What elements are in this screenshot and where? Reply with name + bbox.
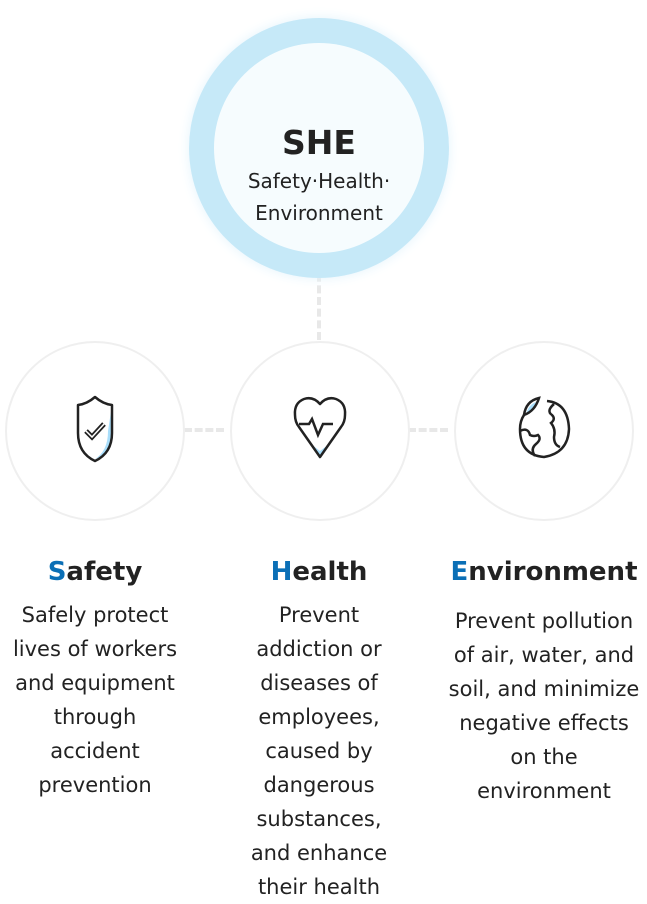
connector-right	[408, 428, 448, 432]
safety-column: Safety Safely protect lives of workers and…	[0, 552, 200, 802]
desc-line: prevention	[38, 773, 152, 797]
desc-line: on the	[510, 745, 578, 769]
desc-line: caused by	[265, 739, 373, 763]
desc-line: substances,	[256, 807, 382, 831]
safety-title-rest: afety	[66, 557, 143, 587]
desc-line: environment	[477, 779, 611, 803]
environment-title-rest: nvironment	[468, 557, 638, 587]
health-column: Health Prevent addiction or diseases of emp…	[214, 552, 424, 904]
health-description: Prevent addiction or diseases of employees,…	[214, 598, 424, 904]
desc-line: soil, and minimize	[448, 677, 640, 701]
hub-subtitle-2: Environment	[255, 201, 383, 225]
heart-pulse-icon	[293, 396, 347, 459]
desc-line: accident	[50, 739, 140, 763]
safety-description: Safely protect lives of workers and equipm…	[0, 598, 200, 802]
desc-line: of air, water, and	[453, 643, 635, 667]
environment-column: Environment Prevent pollution of air, wat…	[433, 552, 647, 808]
safety-circle	[5, 341, 185, 521]
health-circle	[230, 341, 410, 521]
desc-line: negative effects	[459, 711, 629, 735]
environment-circle	[454, 341, 634, 521]
desc-line: Safely protect	[21, 603, 169, 627]
connector-vertical	[317, 262, 321, 340]
health-title-rest: ealth	[292, 557, 368, 587]
she-hub: SHE Safety·Health· Environment	[189, 18, 449, 278]
desc-line: dangerous	[263, 773, 375, 797]
health-initial: H	[270, 557, 293, 587]
hub-title: SHE	[282, 123, 356, 162]
connector-left	[184, 428, 224, 432]
desc-line: their health	[257, 875, 381, 899]
desc-line: employees,	[258, 705, 380, 729]
health-title: Health	[214, 552, 424, 592]
hub-subtitle-1: Safety·Health·	[247, 169, 391, 193]
safety-title: Safety	[0, 552, 200, 592]
environment-title: Environment	[433, 552, 647, 592]
desc-line: addiction or	[256, 637, 382, 661]
desc-line: Prevent	[278, 603, 360, 627]
safety-initial: S	[47, 557, 67, 587]
desc-line: lives of workers	[12, 637, 178, 661]
desc-line: diseases of	[260, 671, 378, 695]
environment-description: Prevent pollution of air, water, and soil,…	[433, 604, 647, 808]
desc-line: and enhance	[250, 841, 388, 865]
globe-leaf-icon	[518, 396, 571, 459]
desc-line: Prevent pollution	[454, 609, 634, 633]
shield-check-icon	[76, 395, 114, 463]
desc-line: through	[53, 705, 137, 729]
environment-initial: E	[450, 557, 469, 587]
desc-line: and equipment	[15, 671, 175, 695]
